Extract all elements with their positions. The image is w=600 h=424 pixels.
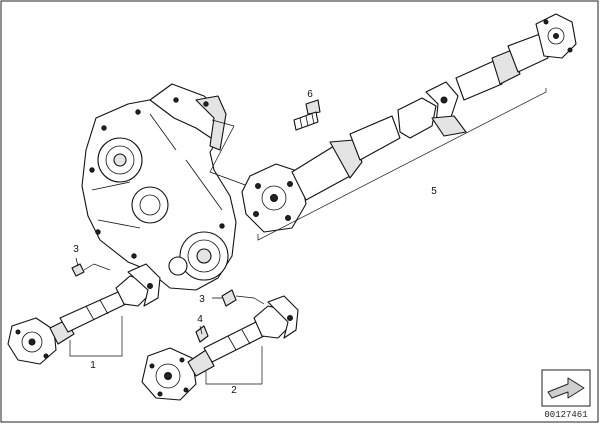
leader-2 (205, 346, 263, 385)
next-arrow-icon[interactable] (541, 369, 591, 407)
leader-transfer-case (209, 119, 249, 187)
callout-4: 4 (197, 314, 203, 325)
bolt-3-center (212, 289, 237, 307)
leader-1 (69, 316, 123, 357)
callout-2: 2 (231, 385, 237, 396)
front-drive-shaft-1 (7, 263, 161, 365)
leader-3-upper (83, 263, 111, 271)
front-drive-shaft-2 (141, 295, 299, 401)
callout-5: 5 (431, 186, 437, 197)
bolt-4 (195, 325, 209, 343)
bolt-3-upper (71, 257, 85, 277)
document-number: 00127461 (544, 410, 587, 420)
transfer-case (81, 83, 237, 291)
callout-1: 1 (90, 360, 96, 371)
leader-3-center (235, 295, 265, 305)
callout-3-center: 3 (199, 294, 205, 305)
callout-6: 6 (307, 89, 313, 100)
rear-drive-shaft-5 (241, 13, 577, 233)
leader-5 (257, 88, 547, 241)
callout-3-upper: 3 (73, 244, 79, 255)
bolt-6 (293, 99, 321, 131)
